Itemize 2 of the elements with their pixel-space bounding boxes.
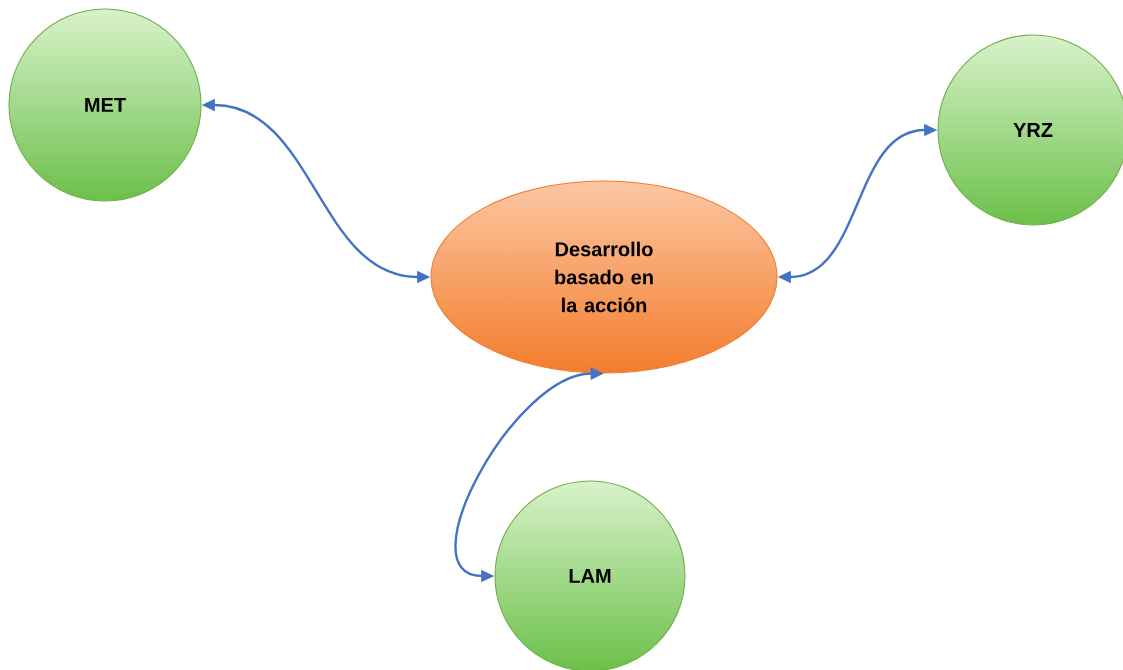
ellipse-node: Desarrollo basado en la acción [430, 180, 778, 374]
circle-node: MET [8, 8, 202, 202]
